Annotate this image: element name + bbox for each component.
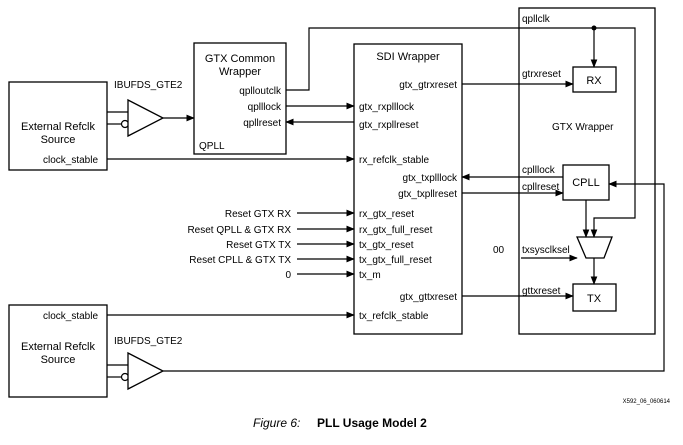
refclk-top-line1: External Refclk xyxy=(21,121,95,133)
input-zero: 0 xyxy=(285,270,291,281)
qpllreset-port: qpllreset xyxy=(243,118,281,129)
external-refclk-source-top: External Refclk Source clock_stable xyxy=(8,81,108,171)
mux-input-00: 00 xyxy=(493,245,505,256)
rx-gtx-full-reset-port: rx_gtx_full_reset xyxy=(359,225,433,236)
sdi-wrapper-title: SDI Wrapper xyxy=(376,51,440,63)
buffer-triangle-icon xyxy=(127,98,165,138)
caption-prefix: Figure 6: xyxy=(253,416,300,430)
tx-m-port: tx_m xyxy=(359,270,381,281)
reset-inputs: Reset GTX RX Reset QPLL & GTX RX Reset G… xyxy=(187,209,355,281)
sdi-wrapper: SDI Wrapper gtx_rxplllock gtx_rxpllreset… xyxy=(353,43,463,335)
rx-refclk-stable-port: rx_refclk_stable xyxy=(359,155,429,166)
gtx-common-title-line2: Wrapper xyxy=(219,66,261,78)
gtx-rxplllock-port: gtx_rxplllock xyxy=(359,102,415,113)
tx-gtx-reset-port: tx_gtx_reset xyxy=(359,240,414,251)
ibufds-buffer-top: IBUFDS_GTE2 xyxy=(107,80,195,138)
gtx-wrapper-title: GTX Wrapper xyxy=(552,122,614,133)
rx-gtx-reset-port: rx_gtx_reset xyxy=(359,209,414,220)
gtx-wrapper: qpllclk GTX Wrapper RX CPLL TX gtrxreset… xyxy=(493,7,656,335)
qpll-lock-reset-wires xyxy=(285,102,355,126)
qplloutclk-port: qplloutclk xyxy=(239,86,282,97)
txsysclksel-label: txsysclksel xyxy=(522,245,570,256)
sdi-right-wires xyxy=(461,80,574,300)
external-refclk-source-bottom: clock_stable External Refclk Source xyxy=(8,304,108,398)
gttxreset-label: gttxreset xyxy=(522,286,561,297)
gtrxreset-label: gtrxreset xyxy=(522,69,561,80)
gtx-common-wrapper: GTX Common Wrapper qplloutclk qplllock q… xyxy=(193,42,287,155)
gtx-gttxreset-port: gtx_gttxreset xyxy=(400,292,457,303)
ibufds-buffer-bottom: IBUFDS_GTE2 xyxy=(107,336,183,391)
cpll-label: CPLL xyxy=(572,177,600,189)
caption-title: PLL Usage Model 2 xyxy=(317,416,427,430)
gtx-txpllreset-port: gtx_txpllreset xyxy=(398,189,457,200)
txsysclksel-mux xyxy=(576,236,613,259)
tx-gtx-full-reset-port: tx_gtx_full_reset xyxy=(359,255,432,266)
refclk-bottom-clock-stable-label: clock_stable xyxy=(43,311,98,322)
qpll-footer: QPLL xyxy=(199,141,225,152)
gtx-txplllock-port: gtx_txplllock xyxy=(403,173,458,184)
qplllock-port: qplllock xyxy=(248,102,282,113)
input-reset-gtx-rx: Reset GTX RX xyxy=(225,209,291,220)
tx-label: TX xyxy=(587,293,602,305)
figure-id: X592_06_060614 xyxy=(623,399,671,405)
refclk-top-line2: Source xyxy=(41,134,76,146)
tx-block xyxy=(572,283,617,312)
cplllock-label: cplllock xyxy=(522,165,556,176)
qpllclk-label: qpllclk xyxy=(522,14,551,25)
rx-label: RX xyxy=(586,75,602,87)
gtx-internal-wiring xyxy=(163,180,665,372)
gtx-common-title-line1: GTX Common xyxy=(205,53,275,65)
gtx-rxpllreset-port: gtx_rxpllreset xyxy=(359,120,419,131)
input-reset-cpll-gtx-tx: Reset CPLL & GTX TX xyxy=(189,255,291,266)
ibufds-top-label: IBUFDS_GTE2 xyxy=(114,80,183,91)
ibufds-bottom-label: IBUFDS_GTE2 xyxy=(114,336,183,347)
qpllclk-routing xyxy=(286,25,636,238)
refclk-bottom-line1: External Refclk xyxy=(21,341,95,353)
refclk-bottom-line2: Source xyxy=(41,354,76,366)
refclk-top-clock-stable-label: clock_stable xyxy=(43,155,98,166)
cpllreset-label: cpllreset xyxy=(522,182,559,193)
buffer-triangle-icon xyxy=(127,351,165,391)
input-reset-gtx-tx: Reset GTX TX xyxy=(226,240,291,251)
gtx-gtrxreset-port: gtx_gtrxreset xyxy=(399,80,457,91)
input-reset-qpll-gtx-rx: Reset QPLL & GTX RX xyxy=(187,225,291,236)
tx-refclk-stable-port: tx_refclk_stable xyxy=(359,311,429,322)
